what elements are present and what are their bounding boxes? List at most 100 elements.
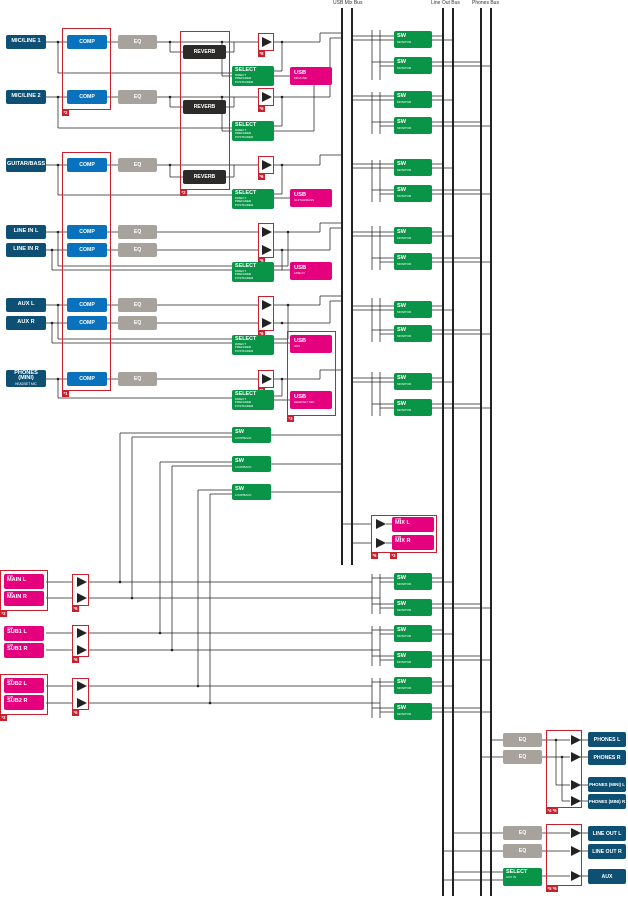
note-tag: *3 bbox=[390, 553, 397, 559]
sw-sublabel: MONITOR bbox=[397, 381, 412, 386]
comp-block: COMP bbox=[67, 243, 107, 257]
note-tag: *2 bbox=[180, 190, 187, 196]
comp-block: COMP bbox=[67, 225, 107, 239]
sw-sublabel: MONITOR bbox=[397, 407, 412, 412]
sw-sublabel: MONITOR bbox=[397, 581, 412, 586]
select-option: PREFADER bbox=[235, 199, 252, 204]
sw-sublabel: MONITOR bbox=[397, 711, 412, 716]
fader-box-4 bbox=[258, 223, 274, 258]
reverb-group-box bbox=[180, 31, 230, 190]
input-aux-l: AUX L bbox=[6, 298, 46, 312]
output-phones-r: PHONES R bbox=[588, 750, 626, 765]
select-label: SELECT bbox=[235, 336, 257, 342]
select-label: SELECT bbox=[235, 190, 257, 196]
usb-small-label: USB bbox=[7, 626, 14, 630]
input-sublabel: HEADSET MIC bbox=[15, 381, 37, 386]
sw-sublabel: MONITOR bbox=[397, 333, 412, 338]
note-tag: *6 bbox=[258, 258, 265, 264]
eq-block: EQ bbox=[118, 372, 157, 386]
note-tag: *6 bbox=[258, 174, 265, 180]
select-option: PREFADER bbox=[235, 345, 252, 350]
sw-label: SW bbox=[235, 486, 245, 492]
eq-block: EQ bbox=[503, 844, 542, 858]
comp-block: COMP bbox=[67, 90, 107, 104]
usb-sublabel: AUX bbox=[294, 344, 301, 349]
select-option: DIRECT bbox=[235, 127, 247, 132]
sw-label: SW bbox=[397, 229, 407, 235]
sw-label: SW bbox=[397, 33, 407, 39]
comp-block: COMP bbox=[67, 158, 107, 172]
select-option: PREFADER bbox=[235, 272, 252, 277]
usb-return-label: SUB2 L bbox=[7, 681, 27, 688]
input-mic-line-2: MIC/LINE 2 bbox=[6, 90, 46, 104]
line-out-bus-label: Line Out Bus bbox=[431, 0, 460, 6]
phones-bus-label: Phones Bus bbox=[472, 0, 499, 6]
input-line-in-l: LINE IN L bbox=[6, 225, 46, 239]
fader-box-sub2 bbox=[72, 678, 89, 710]
sw-label: SW bbox=[397, 59, 407, 65]
sw-sublabel: MONITOR bbox=[397, 125, 412, 130]
input-label: AUX R bbox=[17, 319, 35, 326]
usb-sublabel: LINE IN bbox=[294, 271, 305, 276]
sw-label: SW bbox=[397, 653, 407, 659]
select-option: POSTFADER bbox=[235, 348, 254, 353]
usb-return-label: SUB1 R bbox=[7, 646, 28, 653]
output-phones-mini-l: PHONES (MINI) L bbox=[588, 777, 626, 792]
usb-sublabel: HEADSET MIC bbox=[294, 400, 315, 405]
select-option: DIRECT bbox=[235, 195, 247, 200]
fader-box-2 bbox=[258, 88, 274, 106]
lineout-fader-box bbox=[546, 824, 582, 886]
select-option: AUX IN bbox=[506, 874, 517, 879]
note-tag: *6 bbox=[72, 710, 79, 716]
eq-block: EQ bbox=[118, 158, 157, 172]
fader-box-3 bbox=[258, 156, 274, 174]
sw-label: SW bbox=[397, 187, 407, 193]
usb-sub2-group-box bbox=[0, 674, 48, 715]
select-option: POSTFADER bbox=[235, 403, 254, 408]
comp-block: COMP bbox=[67, 372, 107, 386]
reverb-block: REVERB bbox=[183, 170, 226, 184]
sw-label: SW bbox=[235, 458, 245, 464]
note-tag: *3 bbox=[0, 715, 7, 721]
eq-block: EQ bbox=[118, 90, 157, 104]
usb-return-label: MAIN R bbox=[7, 594, 27, 601]
usb-return-label: MIX R bbox=[395, 538, 411, 545]
reverb-block: REVERB bbox=[183, 45, 226, 59]
sw-sublabel: MONITOR bbox=[397, 39, 412, 44]
sw-sublabel: LOOPBACK bbox=[235, 492, 252, 497]
select-label: SELECT bbox=[235, 67, 257, 73]
sw-sublabel: LOOPBACK bbox=[235, 464, 252, 469]
note-tag: *6 bbox=[72, 657, 79, 663]
select-label: SELECT bbox=[235, 122, 257, 128]
fader-box-main bbox=[72, 574, 89, 606]
select-option: PREFADER bbox=[235, 76, 252, 81]
usb-small-label: USB bbox=[395, 535, 402, 539]
select-option: POSTFADER bbox=[235, 202, 254, 207]
note-tag: *6 bbox=[258, 106, 265, 112]
note-tag: *6 bbox=[72, 606, 79, 612]
usb-mix-group-box bbox=[371, 515, 437, 553]
sw-sublabel: MONITOR bbox=[397, 607, 412, 612]
phones-fader-box bbox=[546, 730, 582, 808]
input-label: MIC/LINE 2 bbox=[11, 93, 41, 100]
select-option: POSTFADER bbox=[235, 134, 254, 139]
